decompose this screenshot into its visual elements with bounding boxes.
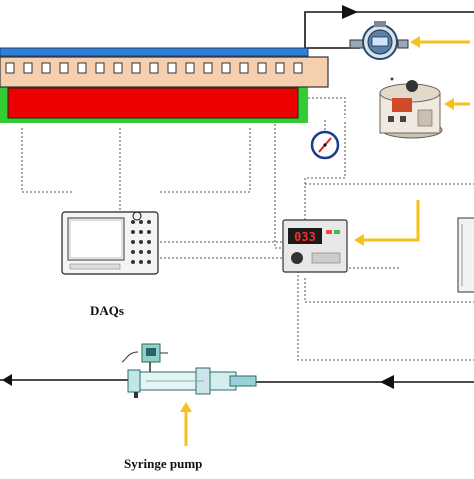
syringe-pump-icon [127,367,257,398]
pressure-gauge-icon [310,130,340,160]
input-arrow-syringe-pump [180,402,192,446]
flow-meter-icon [349,21,409,60]
wire-heater-to-daq-right [158,128,251,193]
wire-heater-to-daq-left [21,128,72,193]
micro-channels [5,62,303,74]
flow-arrow-bottom-right [380,375,394,389]
cover-plate [0,47,309,57]
flow-arrow-bottom-left [2,374,12,386]
wire-variac-loop [308,97,346,118]
wire-plate-to-controller [274,117,305,249]
controller-display: 033 [294,230,316,244]
flow-loop [0,11,474,383]
syringe-pump-label: Syringe pump [124,456,203,471]
variac-terminal-dot [390,77,394,81]
temperature-controller-icon: 033 [282,219,348,273]
wire-sensor-to-controller [297,263,474,361]
pressure-sensor-icon [121,343,168,372]
input-arrow-controller [354,200,420,246]
signal-wires [21,97,474,361]
daqs-label: DAQs [90,303,124,318]
variac-icon [379,80,443,139]
wire-right-box [304,278,474,303]
channel-plate [0,56,329,88]
power-supply-icon [457,217,474,293]
wire-controller-to-variac [304,120,346,228]
test-section [0,47,329,123]
input-arrow-variac [444,98,470,110]
flow-line-top [304,11,474,48]
flow-arrow-top [342,5,358,19]
heater-block [7,87,299,119]
input-arrow-flow-meter [410,36,470,48]
daq-oscilloscope-icon [61,211,159,275]
